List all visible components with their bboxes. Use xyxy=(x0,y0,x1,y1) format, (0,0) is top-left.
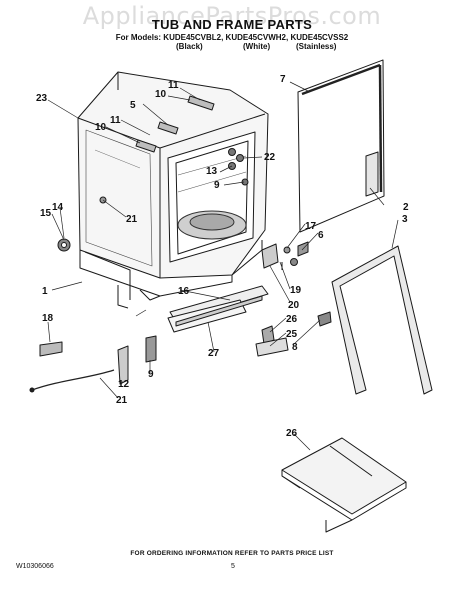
callout-6: 6 xyxy=(318,230,324,241)
callout-10-left: 10 xyxy=(95,122,107,133)
callout-23: 21 xyxy=(126,214,138,225)
callout-27: 26 xyxy=(286,428,298,439)
gasket-panel-drawing xyxy=(297,59,385,233)
callout-1: 1 xyxy=(42,286,48,297)
variant-stainless: (Stainless) xyxy=(296,42,337,51)
callout-20: 20 xyxy=(288,300,300,311)
page-title: TUB AND FRAME PARTS xyxy=(151,17,313,32)
callout-7: 7 xyxy=(280,74,286,85)
callout-2: 2 xyxy=(403,202,409,213)
plates-drawing xyxy=(167,285,269,333)
base-plate-drawing xyxy=(281,437,407,533)
callout-24: 23 xyxy=(36,93,48,104)
gasket-u-drawing xyxy=(331,245,433,395)
document-number: W10306066 xyxy=(16,563,54,570)
clamp-assembly-drawing xyxy=(255,311,332,357)
callout-22: 22 xyxy=(264,152,276,163)
callout-26: 26 xyxy=(286,314,298,325)
callout-28: 27 xyxy=(208,348,220,359)
callout-5: 5 xyxy=(130,100,136,111)
lower-left-parts-drawing xyxy=(29,335,157,393)
models-line: For Models: KUDE45CVBL2, KUDE45CVWH2, KU… xyxy=(115,33,349,42)
callout-10-top: 10 xyxy=(155,89,167,100)
variant-black: (Black) xyxy=(176,42,203,51)
callout-18: 18 xyxy=(42,313,54,324)
tub-frame-drawing xyxy=(57,71,269,309)
callout-19: 19 xyxy=(290,285,302,296)
callout-17: 17 xyxy=(305,221,317,232)
callout-21: 21 xyxy=(116,395,128,406)
page-number: 5 xyxy=(231,563,235,570)
callout-15: 15 xyxy=(40,208,52,219)
callout-11-left: 11 xyxy=(110,115,121,126)
small-components-drawing xyxy=(261,241,309,270)
variant-white: (White) xyxy=(243,42,271,51)
callout-25: 25 xyxy=(286,329,298,340)
leader-lines xyxy=(47,81,399,451)
callout-9-bottom: 9 xyxy=(148,369,154,380)
callout-12: 12 xyxy=(118,379,130,390)
callout-3: 3 xyxy=(402,214,408,225)
callout-8: 8 xyxy=(292,342,298,353)
ordering-info-footer: FOR ORDERING INFORMATION REFER TO PARTS … xyxy=(130,550,334,557)
callout-9-top: 9 xyxy=(214,180,220,191)
callout-14: 14 xyxy=(52,202,64,213)
callout-13: 13 xyxy=(206,166,218,177)
callout-numbers: 23 11 10 5 11 10 7 22 13 9 21 15 14 2 3 … xyxy=(36,74,409,439)
callout-11-top: 11 xyxy=(168,80,179,91)
callout-16: 16 xyxy=(178,286,190,297)
